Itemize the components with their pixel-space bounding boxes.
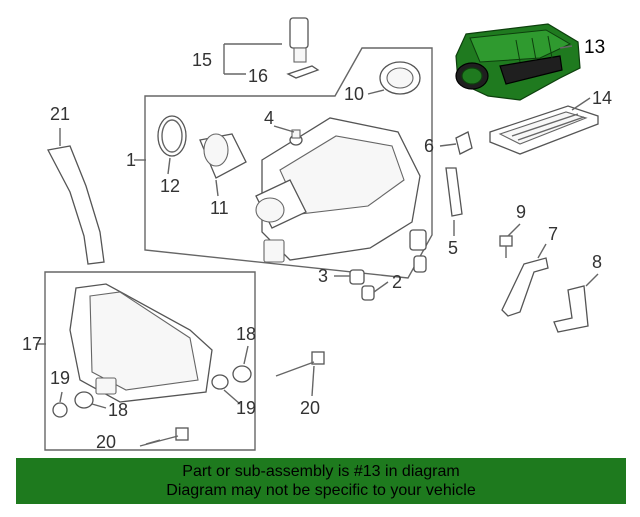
part-7-bracket <box>501 257 549 317</box>
callout-5[interactable]: 5 <box>448 238 458 258</box>
info-banner: Part or sub-assembly is #13 in diagram D… <box>16 458 626 504</box>
misc-grommets <box>409 229 427 273</box>
part-4-fitting <box>289 129 303 146</box>
part-16-sensor-seal <box>286 65 320 79</box>
callout-2[interactable]: 2 <box>392 272 402 292</box>
callout-11[interactable]: 11 <box>210 198 229 218</box>
callout-1[interactable]: 1 <box>126 150 136 170</box>
callout-12[interactable]: 12 <box>160 176 180 196</box>
callout-15[interactable]: 15 <box>192 50 212 70</box>
callout-18-right[interactable]: 18 <box>236 324 256 344</box>
part-6-clip <box>455 131 473 155</box>
part-19-grommet-left <box>52 402 68 418</box>
part-18-mount-right <box>232 365 252 383</box>
callout-21[interactable]: 21 <box>50 104 70 124</box>
part-10-intake-ring <box>379 61 421 95</box>
part-3-grommet <box>349 269 365 285</box>
callout-3[interactable]: 3 <box>318 266 328 286</box>
callout-19-right[interactable]: 19 <box>236 398 256 418</box>
resonator-group-frame <box>44 271 256 451</box>
part-20-bolt-right <box>275 351 325 377</box>
callout-8[interactable]: 8 <box>592 252 602 272</box>
callout-16[interactable]: 16 <box>248 66 268 86</box>
part-14-air-filter <box>489 105 599 155</box>
part-5-seal-strip <box>445 167 463 217</box>
part-18-mount-left <box>74 391 94 409</box>
callout-4[interactable]: 4 <box>264 108 274 128</box>
leader-lines <box>36 45 599 445</box>
part-15-airflow-sensor <box>289 17 309 63</box>
callout-14[interactable]: 14 <box>592 88 612 108</box>
banner-line-1: Part or sub-assembly is #13 in diagram <box>182 463 460 480</box>
callout-7[interactable]: 7 <box>548 224 558 244</box>
part-9-bolt <box>499 235 513 258</box>
callout-13[interactable]: 13 <box>584 37 605 58</box>
part-19-grommet-right <box>211 374 229 390</box>
part-17-resonator <box>69 283 213 403</box>
part-13-air-cleaner-cover[interactable] <box>455 23 581 101</box>
banner-line-2: Diagram may not be specific to your vehi… <box>166 482 476 499</box>
part-8-bracket <box>553 285 589 333</box>
callout-19-left[interactable]: 19 <box>50 368 70 388</box>
callout-6[interactable]: 6 <box>424 136 434 156</box>
air-cleaner-group-frame <box>144 47 433 279</box>
part-11-intake-duct <box>199 133 247 179</box>
part-12-clamp <box>157 115 187 157</box>
callout-20-bottom[interactable]: 20 <box>96 432 116 452</box>
callout-10[interactable]: 10 <box>344 84 364 104</box>
part-21-intake-tube <box>47 145 105 265</box>
callout-18-left[interactable]: 18 <box>108 400 128 420</box>
callout-9[interactable]: 9 <box>516 202 526 222</box>
callout-17[interactable]: 17 <box>22 334 42 354</box>
part-1-air-cleaner-case <box>255 117 421 263</box>
callout-labels: 13 14 15 16 10 4 6 5 1 12 11 21 9 7 8 3 … <box>22 37 612 452</box>
callout-20-right[interactable]: 20 <box>300 398 320 418</box>
part-2-plug <box>361 285 375 301</box>
